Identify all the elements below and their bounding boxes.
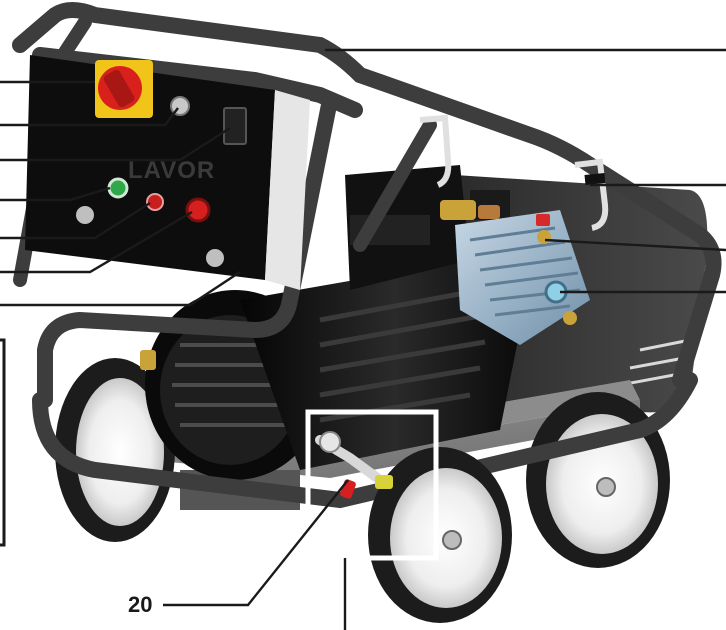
leader-line [0,186,111,202]
leader-line [0,126,231,162]
brass-fittings [140,200,500,370]
red-light-icon [146,193,164,211]
callout-number-20: 20 [128,592,152,617]
callout-leaders [0,48,726,630]
rocker-switch-icon [223,107,247,145]
leader-line-20 [163,479,349,607]
valve-detail-box [305,409,439,561]
page-edge-bracket [0,338,6,547]
leader-line [0,270,241,307]
leader-line [0,201,151,240]
brand-logo: LAVOR [128,157,215,184]
leader-line [0,107,179,127]
leader-line [544,238,726,252]
rear-left-wheel [55,358,175,542]
red-button-icon [185,197,211,223]
hose-hooks [419,114,609,231]
green-button-icon [107,177,129,199]
leader-line [0,210,193,274]
control-panel: LAVOR [25,55,310,290]
front-wheel [368,447,512,623]
